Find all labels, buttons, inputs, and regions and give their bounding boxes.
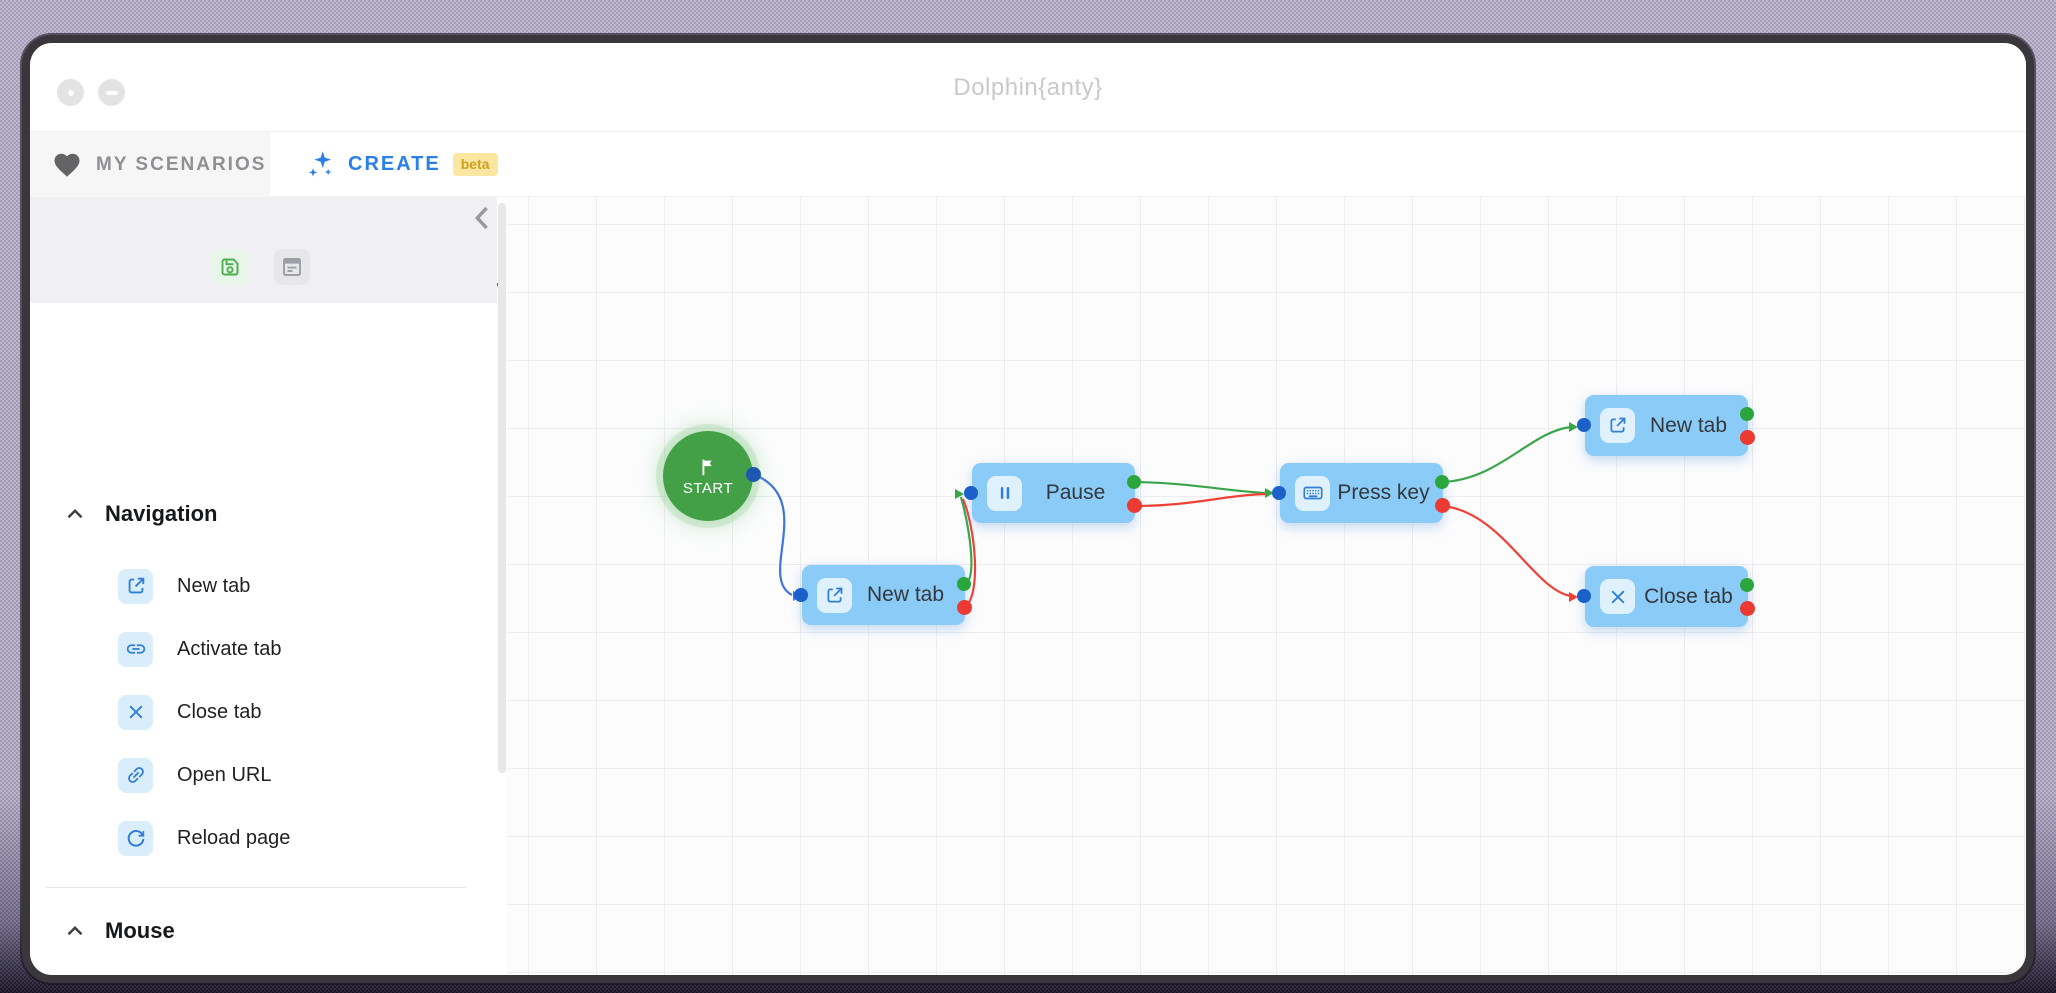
beta-badge: beta <box>452 153 498 176</box>
minimize-icon <box>105 90 118 95</box>
flow-node-press-key[interactable]: Press key <box>1272 463 1450 523</box>
success-port[interactable] <box>1435 475 1449 489</box>
flow-canvas[interactable]: START New tab Pause <box>507 197 2026 975</box>
tab-my-scenarios[interactable]: MY SCENARIOS <box>30 132 270 197</box>
node-label: New tab <box>866 583 945 606</box>
input-port[interactable] <box>1577 418 1591 432</box>
title-bar: Dolphin{anty} <box>30 43 2026 132</box>
input-port[interactable] <box>1577 589 1591 603</box>
flow-node-close-tab[interactable]: Close tab <box>1577 566 1755 627</box>
window-close-button[interactable] <box>57 79 84 106</box>
section-divider <box>45 887 467 888</box>
input-port[interactable] <box>1272 486 1286 500</box>
window-minimize-button[interactable] <box>98 79 125 106</box>
section-label: Mouse <box>105 918 175 943</box>
section-navigation[interactable]: Navigation <box>30 497 497 531</box>
pause-icon <box>987 475 1022 511</box>
sidebar-item-label: Activate tab <box>177 637 282 660</box>
reload-icon <box>118 820 153 856</box>
fail-port[interactable] <box>957 600 972 615</box>
output-port[interactable] <box>746 467 761 482</box>
sidebar-item-new-tab[interactable]: New tab <box>30 562 497 610</box>
app-window: Dolphin{anty} MY SCENARIOS CREATE beta <box>30 43 2026 975</box>
flow-edges <box>752 422 1578 608</box>
section-mouse[interactable]: Mouse <box>30 914 497 948</box>
sidebar-toolbar <box>30 197 497 303</box>
new-tab-icon <box>817 577 852 613</box>
keyboard-icon <box>1295 475 1330 511</box>
actions-sidebar: Navigation New tab Activate tab Close ta… <box>30 197 497 975</box>
node-label: Press key <box>1337 481 1430 504</box>
sidebar-item-activate-tab[interactable]: Activate tab <box>30 625 497 673</box>
save-scenario-button[interactable] <box>212 249 248 285</box>
chevron-up-icon <box>67 925 83 936</box>
log-panel-button[interactable] <box>274 249 310 285</box>
sidebar-item-label: Close tab <box>177 700 262 723</box>
input-port[interactable] <box>964 486 978 500</box>
chevron-left-icon <box>475 206 488 230</box>
node-label: START <box>682 479 734 497</box>
flow-node-pause[interactable]: Pause <box>964 463 1142 523</box>
open-url-icon <box>118 757 153 793</box>
form-icon <box>283 258 301 276</box>
sidebar-item-label: Reload page <box>177 826 291 849</box>
sidebar-item-open-url[interactable]: Open URL <box>30 751 497 799</box>
fail-port[interactable] <box>1127 498 1142 513</box>
tab-bar: MY SCENARIOS CREATE beta <box>30 132 2026 286</box>
node-label: Close tab <box>1644 584 1733 608</box>
close-dot-icon <box>67 89 74 96</box>
section-label: Navigation <box>105 501 218 526</box>
flow-node-new-tab-2[interactable]: New tab <box>1577 395 1755 456</box>
close-tab-icon <box>1600 579 1635 614</box>
activate-tab-icon <box>118 631 153 667</box>
fail-port[interactable] <box>1740 601 1755 616</box>
flag-icon <box>702 459 712 475</box>
success-port[interactable] <box>957 577 971 591</box>
heart-icon <box>54 153 80 177</box>
node-label: New tab <box>1649 413 1728 437</box>
sparkles-icon <box>308 151 332 177</box>
sidebar-item-label: Open URL <box>177 763 272 786</box>
success-port[interactable] <box>1740 407 1754 421</box>
fail-port[interactable] <box>1435 498 1450 513</box>
sidebar-item-close-tab[interactable]: Close tab <box>30 688 497 736</box>
new-tab-icon <box>118 568 153 604</box>
tab-create[interactable]: CREATE beta <box>270 132 498 197</box>
save-icon <box>221 258 239 276</box>
node-label: Pause <box>1045 481 1106 504</box>
success-port[interactable] <box>1740 578 1754 592</box>
new-tab-icon <box>1600 408 1635 443</box>
sidebar-item-label: New tab <box>177 574 251 597</box>
fail-port[interactable] <box>1740 430 1755 445</box>
sidebar-item-reload-page[interactable]: Reload page <box>30 814 497 862</box>
chevron-up-icon <box>67 508 83 519</box>
tab-label: CREATE <box>348 153 441 175</box>
collapse-sidebar-button[interactable] <box>466 201 500 235</box>
tab-label: MY SCENARIOS <box>96 153 267 175</box>
close-tab-icon <box>118 694 153 730</box>
flow-node-new-tab-1[interactable]: New tab <box>794 565 972 625</box>
success-port[interactable] <box>1127 475 1141 489</box>
input-port[interactable] <box>794 588 808 602</box>
flow-node-start[interactable]: START <box>663 431 761 521</box>
sidebar-scrollbar[interactable] <box>498 203 506 773</box>
window-title: Dolphin{anty} <box>953 73 1103 101</box>
